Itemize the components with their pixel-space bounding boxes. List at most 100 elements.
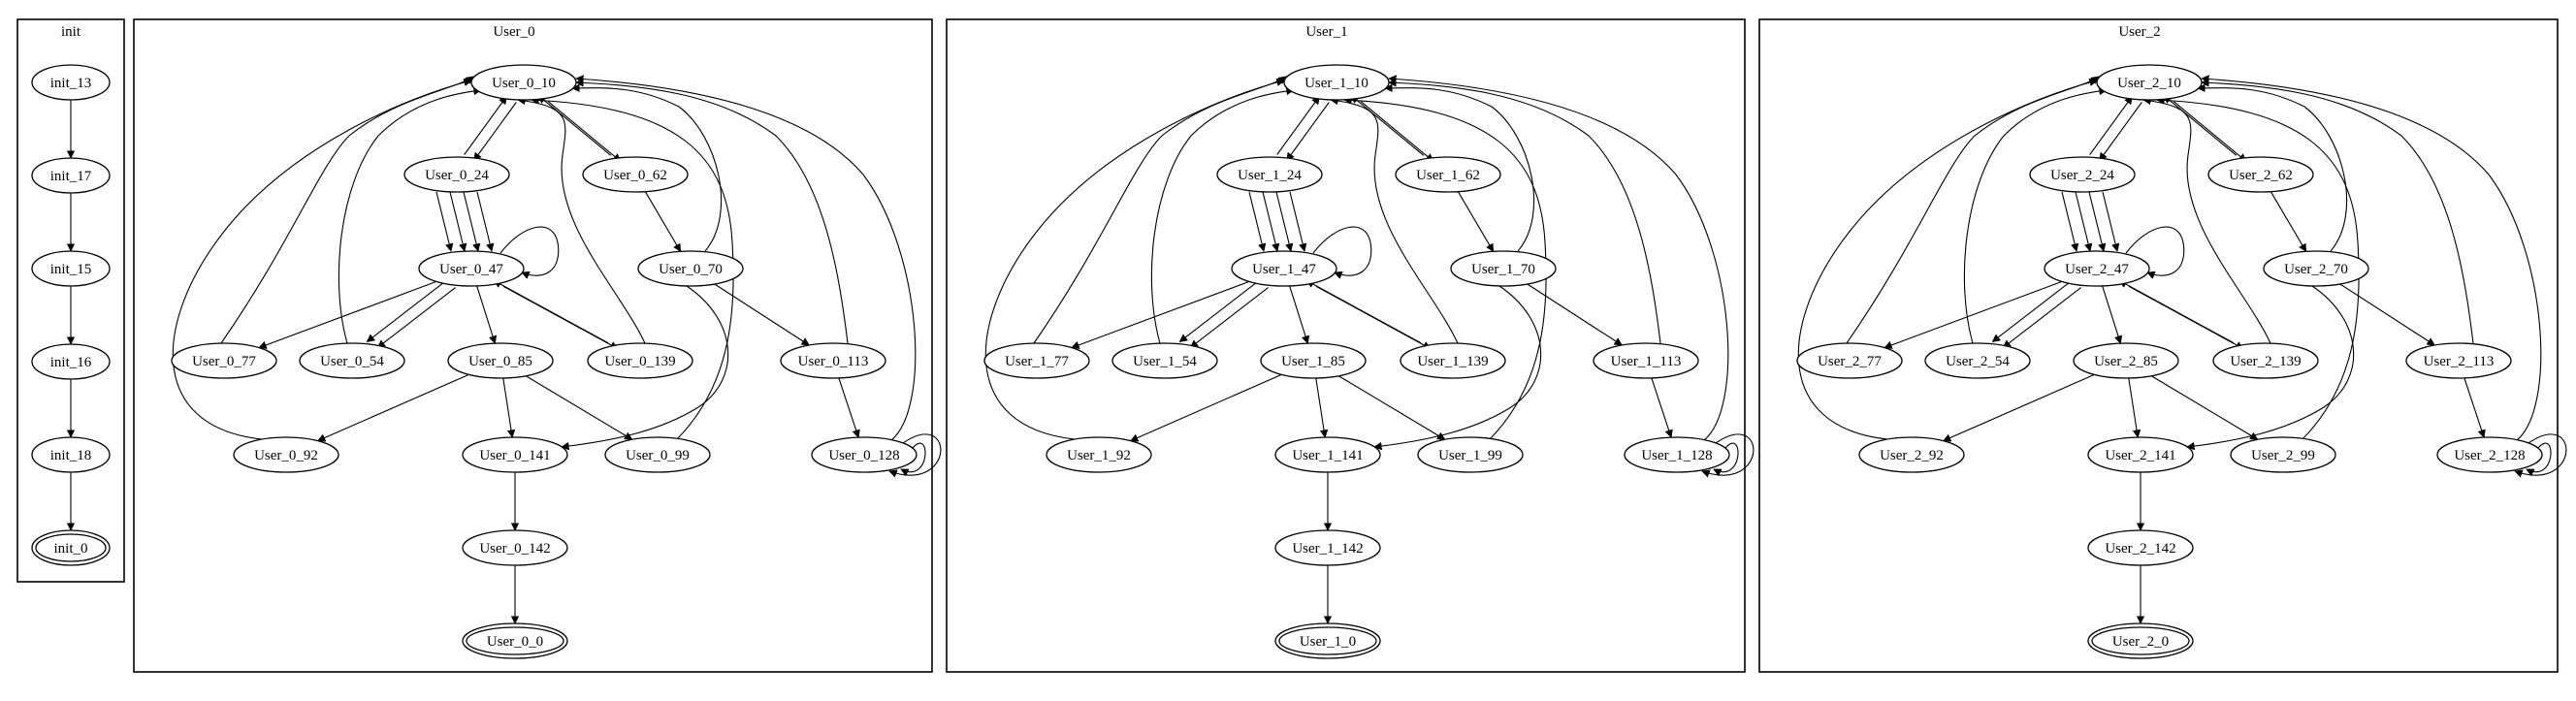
node-user-2-54-label: User_2_54 — [1946, 354, 2010, 369]
edge-user-0-70-to-141 — [562, 285, 729, 447]
node-user-0-0-label: User_0_0 — [487, 634, 543, 650]
edge-user-0-24-to-47-4 — [476, 191, 492, 251]
user-1-curved-edges — [984, 77, 1755, 475]
edge-user-0-139-to-10 — [518, 100, 646, 344]
edge-user-1-47-to-47 — [1312, 226, 1372, 275]
node-user-2-99-label: User_2_99 — [2251, 448, 2315, 463]
node-user-0-139-label: User_0_139 — [604, 354, 675, 369]
node-user-1-70: User_1_70 — [1450, 250, 1557, 287]
node-user-1-92-ellipse — [1046, 436, 1152, 473]
node-user-0-54-ellipse — [299, 342, 405, 379]
edge-user-2-10-to-62 — [2173, 101, 2246, 162]
node-user-2-70-ellipse — [2263, 250, 2369, 287]
edge-user-1-47-to-77 — [1072, 280, 1250, 347]
edge-user-2-47-to-54 — [2003, 287, 2081, 348]
edge-user-2-62-to-10 — [2164, 96, 2238, 156]
node-user-2-70-label: User_2_70 — [2284, 262, 2348, 277]
edge-user-0-24-to-47 — [435, 191, 451, 251]
node-user-1-139-ellipse — [1400, 342, 1506, 379]
node-user-0-70-label: User_0_70 — [659, 262, 723, 277]
edge-user-1-10-to-62 — [1360, 101, 1433, 162]
user-2-curved-edges — [1797, 77, 2567, 475]
node-user-1-113: User_1_113 — [1593, 342, 1699, 379]
node-user-0-139: User_0_139 — [587, 342, 693, 379]
node-user-2-62-ellipse — [2207, 156, 2314, 193]
edge-user-0-128-to-128-2 — [889, 433, 942, 475]
node-user-2-142: User_2_142 — [2087, 529, 2194, 566]
cluster-init-box — [16, 18, 125, 583]
node-user-0-142-ellipse — [462, 529, 568, 566]
edge-user-0-77-to-10 — [220, 77, 473, 344]
node-user-0-10-label: User_0_10 — [492, 76, 556, 91]
node-user-1-47-ellipse — [1231, 250, 1337, 287]
edge-user-0-85-to-141 — [502, 377, 512, 437]
node-user-2-113-ellipse — [2405, 342, 2512, 379]
node-user-1-113-label: User_1_113 — [1611, 354, 1682, 369]
node-user-0-70: User_0_70 — [637, 250, 744, 287]
cluster-init-nodes: init_13init_17init_15init_16init_18init_… — [31, 64, 111, 566]
node-user-0-141-ellipse — [462, 436, 568, 473]
edge-user-1-113-to-128 — [1651, 377, 1671, 437]
edge-user-0-70-to-10 — [572, 88, 723, 252]
node-user-0-54: User_0_54 — [299, 342, 405, 379]
node-init-16-label: init_16 — [50, 355, 92, 370]
edge-user-2-24-to-47-4 — [2102, 191, 2117, 251]
edge-user-0-24-to-47-3 — [463, 191, 478, 251]
cluster-init-title: init — [61, 24, 81, 40]
node-user-2-92: User_2_92 — [1858, 436, 1965, 473]
edge-user-2-47-to-47 — [2125, 226, 2185, 275]
node-init-13-ellipse — [31, 64, 111, 101]
node-user-2-62-label: User_2_62 — [2229, 168, 2293, 183]
node-user-2-99-ellipse — [2230, 436, 2336, 473]
node-user-2-70: User_2_70 — [2263, 250, 2369, 287]
node-user-2-24-ellipse — [2029, 156, 2136, 193]
edge-user-2-77-to-10 — [1846, 77, 2099, 344]
node-init-15: init_15 — [31, 250, 111, 287]
node-user-2-92-ellipse — [1858, 436, 1965, 473]
edge-user-2-24-to-47-2 — [2075, 191, 2090, 251]
node-user-2-141-ellipse — [2087, 436, 2194, 473]
edge-user-2-24-to-10 — [2089, 96, 2133, 155]
node-user-1-10-label: User_1_10 — [1304, 76, 1368, 91]
node-user-0-99-label: User_0_99 — [626, 448, 690, 463]
node-init-17-label: init_17 — [50, 169, 92, 184]
node-user-2-54: User_2_54 — [1924, 342, 2031, 379]
edge-user-2-70-to-10 — [2198, 88, 2348, 252]
edge-user-1-24-to-47-4 — [1289, 191, 1304, 251]
user-0-curved-edges — [172, 77, 942, 475]
node-user-0-128-ellipse — [811, 436, 918, 473]
node-user-2-0: User_2_0 — [2087, 622, 2194, 659]
edge-user-1-85-to-99 — [1337, 375, 1444, 440]
edge-user-1-10-to-24 — [1287, 102, 1330, 160]
node-user-2-10-label: User_2_10 — [2117, 76, 2181, 91]
node-init-16: init_16 — [31, 343, 111, 380]
node-user-1-54-ellipse — [1111, 342, 1218, 379]
edge-user-1-92-to-10 — [984, 80, 1284, 440]
node-user-1-70-label: User_1_70 — [1471, 262, 1535, 277]
node-init-18-label: init_18 — [50, 448, 92, 463]
edge-user-2-85-to-92 — [1944, 373, 2095, 440]
edge-user-0-54-to-10 — [338, 90, 481, 344]
node-user-1-10: User_1_10 — [1283, 64, 1390, 101]
edge-user-2-54-to-10 — [1963, 90, 2107, 344]
node-user-1-0-label: User_1_0 — [1300, 634, 1356, 650]
edge-user-2-47-to-54-2 — [1992, 281, 2071, 342]
node-user-1-77-ellipse — [983, 342, 1090, 379]
edge-user-1-128-to-10 — [1389, 79, 1729, 441]
node-user-2-141: User_2_141 — [2087, 436, 2194, 473]
node-user-2-92-label: User_2_92 — [1880, 448, 1944, 463]
node-user-1-142: User_1_142 — [1274, 529, 1381, 566]
edge-user-1-47-to-54 — [1190, 287, 1269, 348]
node-user-1-142-ellipse — [1274, 529, 1381, 566]
edge-user-2-92-to-10 — [1797, 80, 2097, 440]
node-user-1-85: User_1_85 — [1260, 342, 1367, 379]
node-user-1-62: User_1_62 — [1395, 156, 1501, 193]
edge-user-2-113-to-10 — [2202, 82, 2474, 344]
node-init-15-label: init_15 — [50, 262, 92, 277]
node-user-0-113: User_0_113 — [780, 342, 886, 379]
edge-user-0-139-to-47 — [494, 279, 609, 344]
